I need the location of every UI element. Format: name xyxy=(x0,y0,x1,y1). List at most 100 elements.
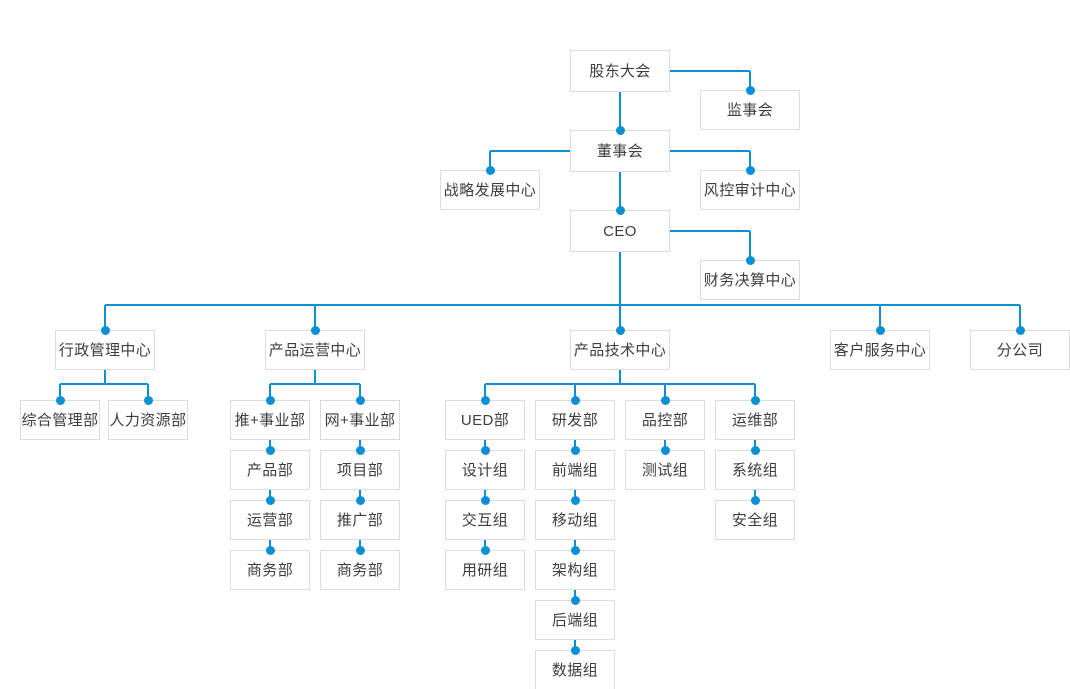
org-node-架构组[interactable]: 架构组 xyxy=(535,550,615,590)
org-node-label: 推+事业部 xyxy=(234,411,306,429)
org-node-推+事业部[interactable]: 推+事业部 xyxy=(230,400,310,440)
org-node-董事会[interactable]: 董事会 xyxy=(570,130,670,172)
org-node-label: 运营部 xyxy=(246,511,294,529)
org-node-后端组[interactable]: 后端组 xyxy=(535,600,615,640)
org-node-综合管理部[interactable]: 综合管理部 xyxy=(20,400,100,440)
connector-dot-后端组 xyxy=(570,595,580,605)
org-node-股东大会[interactable]: 股东大会 xyxy=(570,50,670,92)
connector-dot-系统组 xyxy=(750,445,760,455)
connector-dot-网+事业部 xyxy=(355,395,365,405)
org-node-行政管理中心[interactable]: 行政管理中心 xyxy=(55,330,155,370)
connector-dot-监事会 xyxy=(745,85,755,95)
connector-dot-运维部 xyxy=(750,395,760,405)
org-node-测试组[interactable]: 测试组 xyxy=(625,450,705,490)
org-node-label: 综合管理部 xyxy=(21,411,99,429)
connector-dot-品控部 xyxy=(660,395,670,405)
connector-dot-架构组 xyxy=(570,545,580,555)
connector-dot-测试组 xyxy=(660,445,670,455)
org-node-label: 项目部 xyxy=(336,461,384,479)
org-node-人力资源部[interactable]: 人力资源部 xyxy=(108,400,188,440)
org-node-label: 产品部 xyxy=(246,461,294,479)
org-node-分公司[interactable]: 分公司 xyxy=(970,330,1070,370)
connector-dot-研发部 xyxy=(570,395,580,405)
org-node-label: 数据组 xyxy=(551,661,599,679)
org-node-label: 移动组 xyxy=(551,511,599,529)
connector-dot-综合管理部 xyxy=(55,395,65,405)
connector-dot-项目部 xyxy=(355,445,365,455)
org-node-label: 财务决算中心 xyxy=(703,271,797,289)
org-node-商务部[interactable]: 商务部 xyxy=(320,550,400,590)
org-node-label: 人力资源部 xyxy=(109,411,187,429)
org-node-label: 交互组 xyxy=(461,511,509,529)
connector-dot-董事会 xyxy=(615,125,625,135)
connector-dot-产品部 xyxy=(265,445,275,455)
org-node-label: 风控审计中心 xyxy=(703,181,797,199)
org-node-系统组[interactable]: 系统组 xyxy=(715,450,795,490)
org-node-商务部[interactable]: 商务部 xyxy=(230,550,310,590)
org-node-label: 分公司 xyxy=(996,341,1044,359)
connector-dot-移动组 xyxy=(570,495,580,505)
org-node-label: 安全组 xyxy=(731,511,779,529)
org-node-label: 产品运营中心 xyxy=(268,341,362,359)
connector-dot-用研组 xyxy=(480,545,490,555)
connector-dot-人力资源部 xyxy=(143,395,153,405)
org-node-label: 商务部 xyxy=(336,561,384,579)
org-node-label: 董事会 xyxy=(596,142,644,160)
org-node-label: 产品技术中心 xyxy=(573,341,667,359)
org-node-ceo[interactable]: CEO xyxy=(570,210,670,252)
org-node-客户服务中心[interactable]: 客户服务中心 xyxy=(830,330,930,370)
org-node-label: 架构组 xyxy=(551,561,599,579)
org-node-监事会[interactable]: 监事会 xyxy=(700,90,800,130)
org-node-label: 商务部 xyxy=(246,561,294,579)
connector-dot-分公司 xyxy=(1015,325,1025,335)
connector-dot-安全组 xyxy=(750,495,760,505)
org-node-财务决算中心[interactable]: 财务决算中心 xyxy=(700,260,800,300)
connector-dot-设计组 xyxy=(480,445,490,455)
org-node-label: UED部 xyxy=(460,411,510,429)
connector-dot-推+事业部 xyxy=(265,395,275,405)
org-node-网+事业部[interactable]: 网+事业部 xyxy=(320,400,400,440)
connector-dot-战略发展中心 xyxy=(485,165,495,175)
connector-dot-产品运营中心 xyxy=(310,325,320,335)
org-node-安全组[interactable]: 安全组 xyxy=(715,500,795,540)
org-node-label: 战略发展中心 xyxy=(443,181,537,199)
org-node-label: 测试组 xyxy=(641,461,689,479)
connector-dot-客户服务中心 xyxy=(875,325,885,335)
org-node-战略发展中心[interactable]: 战略发展中心 xyxy=(440,170,540,210)
org-node-产品部[interactable]: 产品部 xyxy=(230,450,310,490)
org-node-产品运营中心[interactable]: 产品运营中心 xyxy=(265,330,365,370)
org-node-运维部[interactable]: 运维部 xyxy=(715,400,795,440)
org-node-推广部[interactable]: 推广部 xyxy=(320,500,400,540)
org-node-数据组[interactable]: 数据组 xyxy=(535,650,615,689)
connector-dot-交互组 xyxy=(480,495,490,505)
org-node-ued部[interactable]: UED部 xyxy=(445,400,525,440)
org-node-label: 客户服务中心 xyxy=(833,341,927,359)
org-node-label: 用研组 xyxy=(461,561,509,579)
org-node-品控部[interactable]: 品控部 xyxy=(625,400,705,440)
org-node-产品技术中心[interactable]: 产品技术中心 xyxy=(570,330,670,370)
connector-dot-数据组 xyxy=(570,645,580,655)
org-node-设计组[interactable]: 设计组 xyxy=(445,450,525,490)
org-node-label: 监事会 xyxy=(726,101,774,119)
org-node-label: 前端组 xyxy=(551,461,599,479)
connector-dot-行政管理中心 xyxy=(100,325,110,335)
org-node-用研组[interactable]: 用研组 xyxy=(445,550,525,590)
org-node-label: 后端组 xyxy=(551,611,599,629)
org-node-前端组[interactable]: 前端组 xyxy=(535,450,615,490)
connector-dot-产品技术中心 xyxy=(615,325,625,335)
org-node-移动组[interactable]: 移动组 xyxy=(535,500,615,540)
org-node-label: 网+事业部 xyxy=(324,411,396,429)
org-node-label: 推广部 xyxy=(336,511,384,529)
org-node-运营部[interactable]: 运营部 xyxy=(230,500,310,540)
connector-dot-商务部 xyxy=(265,545,275,555)
org-node-风控审计中心[interactable]: 风控审计中心 xyxy=(700,170,800,210)
org-node-交互组[interactable]: 交互组 xyxy=(445,500,525,540)
connector-dot-风控审计中心 xyxy=(745,165,755,175)
connector-dot-商务部 xyxy=(355,545,365,555)
org-node-label: CEO xyxy=(603,222,637,240)
connector-dot-ceo xyxy=(615,205,625,215)
org-node-研发部[interactable]: 研发部 xyxy=(535,400,615,440)
org-node-项目部[interactable]: 项目部 xyxy=(320,450,400,490)
org-node-label: 研发部 xyxy=(551,411,599,429)
